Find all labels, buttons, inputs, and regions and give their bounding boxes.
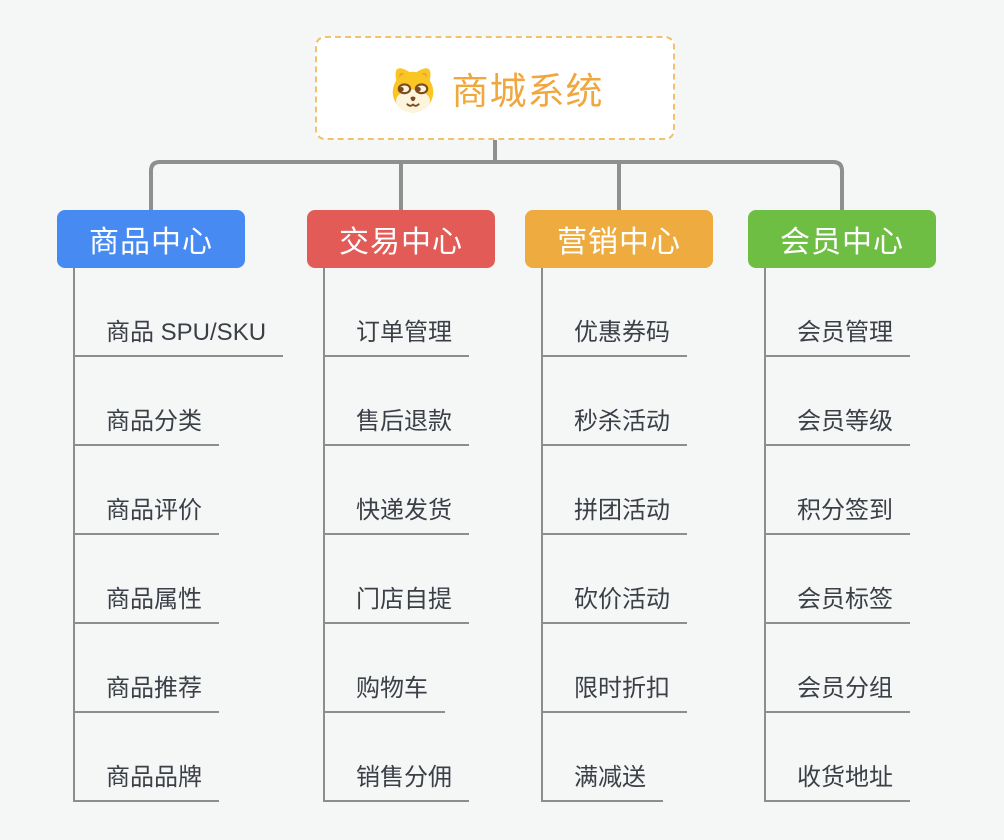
subtopic[interactable]: 购物车 [323,669,445,713]
branch-topic[interactable]: 商品中心 [57,210,245,268]
branch-topic[interactable]: 营销中心 [525,210,713,268]
subtopic-label: 订单管理 [356,319,452,346]
subtopic[interactable]: 商品评价 [73,491,219,535]
subtopic[interactable]: 商品分类 [73,402,219,446]
subtopic-label: 商品品牌 [106,764,202,791]
subtopic-label: 销售分佣 [356,764,452,791]
branch-topic-label: 交易中心 [339,226,463,259]
subtopic[interactable]: 秒杀活动 [541,402,687,446]
dog-face-icon [392,68,433,113]
subtopic-label: 商品评价 [106,497,202,524]
subtopic[interactable]: 商品属性 [73,580,219,624]
subtopic-label: 收货地址 [797,764,893,791]
subtopic-label: 限时折扣 [574,675,670,702]
subtopic-label: 秒杀活动 [574,408,670,435]
subtopic[interactable]: 限时折扣 [541,669,687,713]
subtopic-label: 购物车 [356,675,428,702]
subtopic-label: 会员管理 [797,319,893,346]
subtopic[interactable]: 会员分组 [764,669,910,713]
subtopic-label: 门店自提 [356,586,452,613]
subtopic[interactable]: 拼团活动 [541,491,687,535]
subtopic-label: 商品 SPU/SKU [106,319,267,346]
subtopic-label: 会员标签 [797,586,893,613]
subtopic[interactable]: 快递发货 [323,491,469,535]
subtopic[interactable]: 销售分佣 [323,758,469,802]
subtopic-label: 会员等级 [797,408,893,435]
branch-topic-label: 营销中心 [557,226,681,259]
subtopic-label: 商品属性 [106,586,202,613]
subtopic[interactable]: 商品推荐 [73,669,219,713]
subtopic[interactable]: 积分签到 [764,491,910,535]
subtopic[interactable]: 商品 SPU/SKU [73,313,284,357]
subtopic-label: 商品分类 [106,408,202,435]
subtopic[interactable]: 收货地址 [764,758,910,802]
branch-topic[interactable]: 交易中心 [307,210,495,268]
root-topic-label: 商城系统 [451,71,604,112]
subtopic[interactable]: 优惠券码 [541,313,687,357]
subtopic[interactable]: 砍价活动 [541,580,687,624]
subtopic[interactable]: 门店自提 [323,580,469,624]
subtopic-label: 砍价活动 [574,586,670,613]
subtopic[interactable]: 会员管理 [764,313,910,357]
root-topic[interactable]: 商城系统 [315,36,675,140]
subtopic[interactable]: 商品品牌 [73,758,219,802]
subtopic-label: 优惠券码 [574,319,670,346]
branch-topic-label: 商品中心 [89,226,213,259]
subtopic-label: 满减送 [574,764,646,791]
subtopic-label: 会员分组 [797,675,893,702]
subtopic[interactable]: 满减送 [541,758,663,802]
subtopic-label: 快递发货 [356,497,452,524]
subtopic[interactable]: 会员标签 [764,580,910,624]
subtopic[interactable]: 会员等级 [764,402,910,446]
subtopic-label: 拼团活动 [574,497,670,524]
subtopic[interactable]: 售后退款 [323,402,469,446]
branch-topic-label: 会员中心 [780,226,904,259]
subtopic-label: 商品推荐 [106,675,202,702]
branch-topic[interactable]: 会员中心 [748,210,936,268]
subtopic-label: 售后退款 [356,408,452,435]
subtopic[interactable]: 订单管理 [323,313,469,357]
subtopic-label: 积分签到 [797,497,893,524]
